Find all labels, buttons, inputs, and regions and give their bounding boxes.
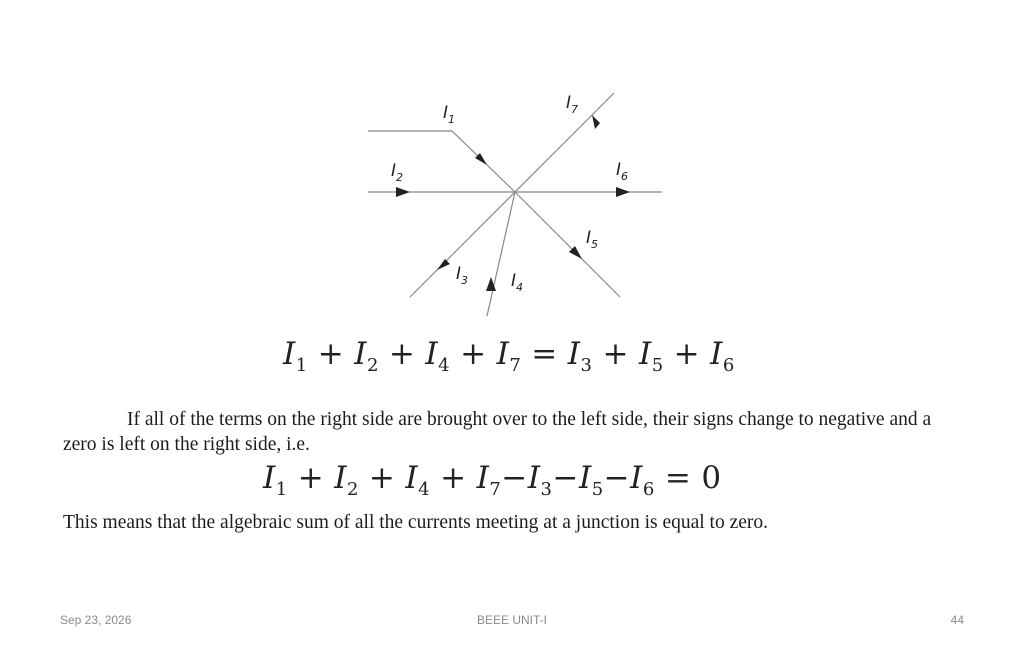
- conclusion-paragraph: This means that the algebraic sum of all…: [63, 512, 769, 533]
- arrow-i7: [592, 115, 600, 129]
- arrow-i3: [437, 259, 450, 270]
- footer-date: Sep 23, 2026: [60, 613, 132, 627]
- label-i2: I2: [391, 161, 403, 184]
- arrow-i5: [569, 246, 582, 259]
- label-i7: I7: [566, 93, 578, 116]
- kcl-equation: I1+I2+I4+I7=I3+I5+I6: [283, 336, 735, 376]
- label-i4: I4: [511, 271, 523, 294]
- kcl-zero-sum-equation: I1+I2+I4+I7−I3−I5−I6=0: [263, 460, 722, 500]
- junction-diagram: I1 I2 I3 I4 I5 I6 I7: [368, 92, 662, 317]
- wire-i5: [514, 191, 621, 298]
- label-i1: I1: [443, 103, 455, 126]
- arrow-i2: [396, 187, 410, 197]
- label-i3: I3: [456, 264, 468, 287]
- footer-page-number: 44: [950, 613, 964, 627]
- wire-i4: [486, 191, 516, 317]
- explanation-paragraph: If all of the terms on the right side ar…: [63, 409, 932, 455]
- label-i6: I6: [616, 160, 628, 183]
- arrow-i4: [486, 277, 496, 291]
- wire-i1: [368, 130, 516, 193]
- arrow-i1: [475, 153, 487, 165]
- label-i5: I5: [586, 228, 598, 251]
- footer-title: BEEE UNIT-I: [476, 613, 547, 627]
- arrow-i6: [616, 187, 630, 197]
